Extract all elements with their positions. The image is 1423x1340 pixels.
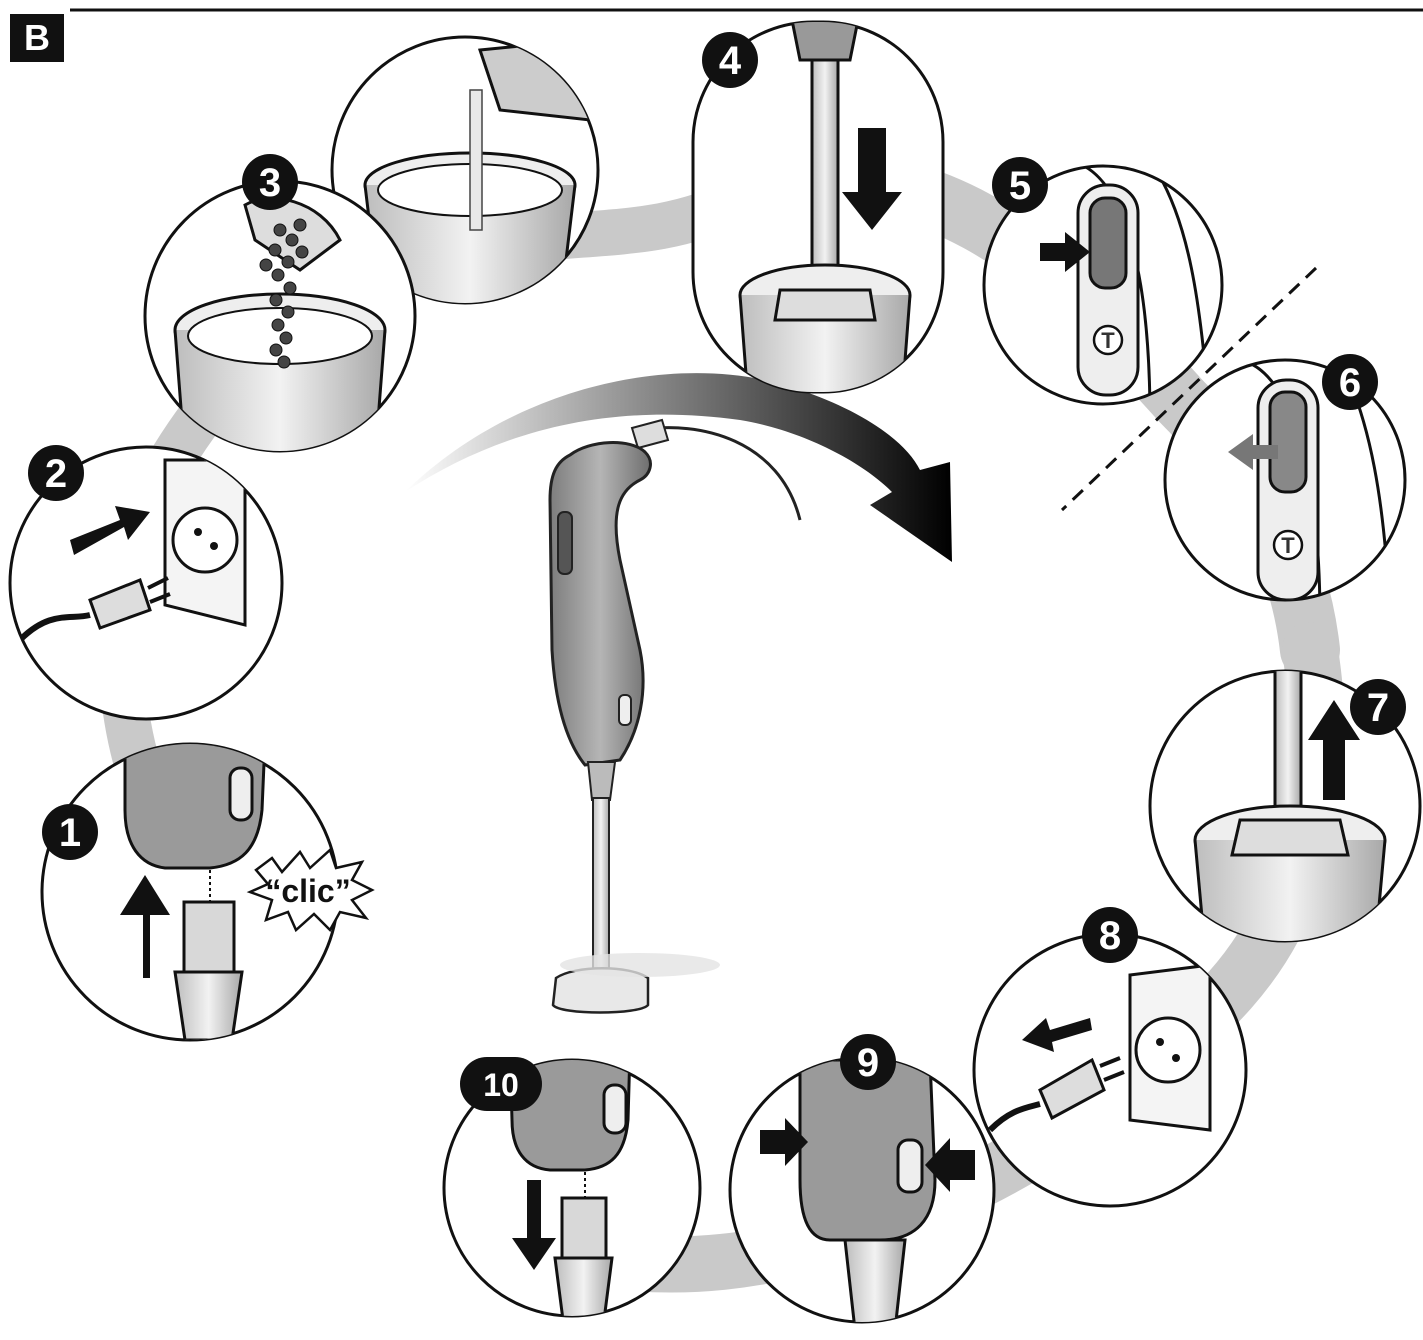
- step-badge-7: 7: [1350, 679, 1406, 735]
- step-5: T 5: [982, 157, 1224, 406]
- svg-text:3: 3: [259, 161, 281, 205]
- insert-blender-icon: [738, 22, 912, 392]
- svg-text:8: 8: [1099, 914, 1121, 958]
- step-10: 10: [442, 1057, 702, 1318]
- hand-blender-icon: [548, 418, 802, 1014]
- step-badge-1: 1: [42, 804, 98, 860]
- step-badge-10: 10: [460, 1057, 542, 1111]
- step-9: 9: [728, 1034, 996, 1324]
- switch-on-icon: T: [1040, 166, 1212, 404]
- section-label: B: [10, 14, 64, 62]
- svg-text:9: 9: [857, 1041, 879, 1085]
- step-2: 2: [8, 445, 284, 721]
- unplug-icon: [987, 963, 1212, 1133]
- press-release-buttons-icon: [760, 1058, 975, 1322]
- clockwise-arrow-icon: [405, 373, 952, 562]
- step-badge-2: 2: [28, 445, 84, 501]
- step-8: 8: [972, 907, 1248, 1208]
- step-badge-5: 5: [992, 157, 1048, 213]
- svg-text:6: 6: [1339, 361, 1361, 405]
- step-7: 7: [1148, 669, 1422, 943]
- lift-blender-icon: [1193, 671, 1387, 941]
- svg-text:10: 10: [483, 1067, 519, 1103]
- turbo-label: T: [1281, 533, 1295, 558]
- step-4: 4: [691, 20, 945, 394]
- step-6: T 6: [1163, 354, 1407, 602]
- svg-text:1: 1: [59, 811, 81, 855]
- step-badge-4: 4: [702, 32, 758, 88]
- step-badge-6: 6: [1322, 354, 1378, 410]
- divider-line: [1060, 266, 1318, 512]
- turbo-label: T: [1101, 328, 1115, 353]
- plug-in-icon: [17, 458, 247, 643]
- svg-text:5: 5: [1009, 164, 1031, 208]
- step-1: “clic” 1: [40, 742, 375, 1042]
- clic-callout: “clic”: [246, 847, 375, 933]
- step-badge-9: 9: [840, 1034, 896, 1090]
- step-3: 3: [143, 35, 600, 453]
- step-badge-8: 8: [1082, 907, 1138, 963]
- svg-text:4: 4: [719, 39, 742, 83]
- step-badge-3: 3: [242, 154, 298, 210]
- fill-beaker-icon: [173, 197, 387, 451]
- svg-text:2: 2: [45, 452, 67, 496]
- attach-shaft-icon: [120, 744, 267, 1040]
- svg-text:7: 7: [1367, 686, 1389, 730]
- clic-text: “clic”: [265, 873, 350, 909]
